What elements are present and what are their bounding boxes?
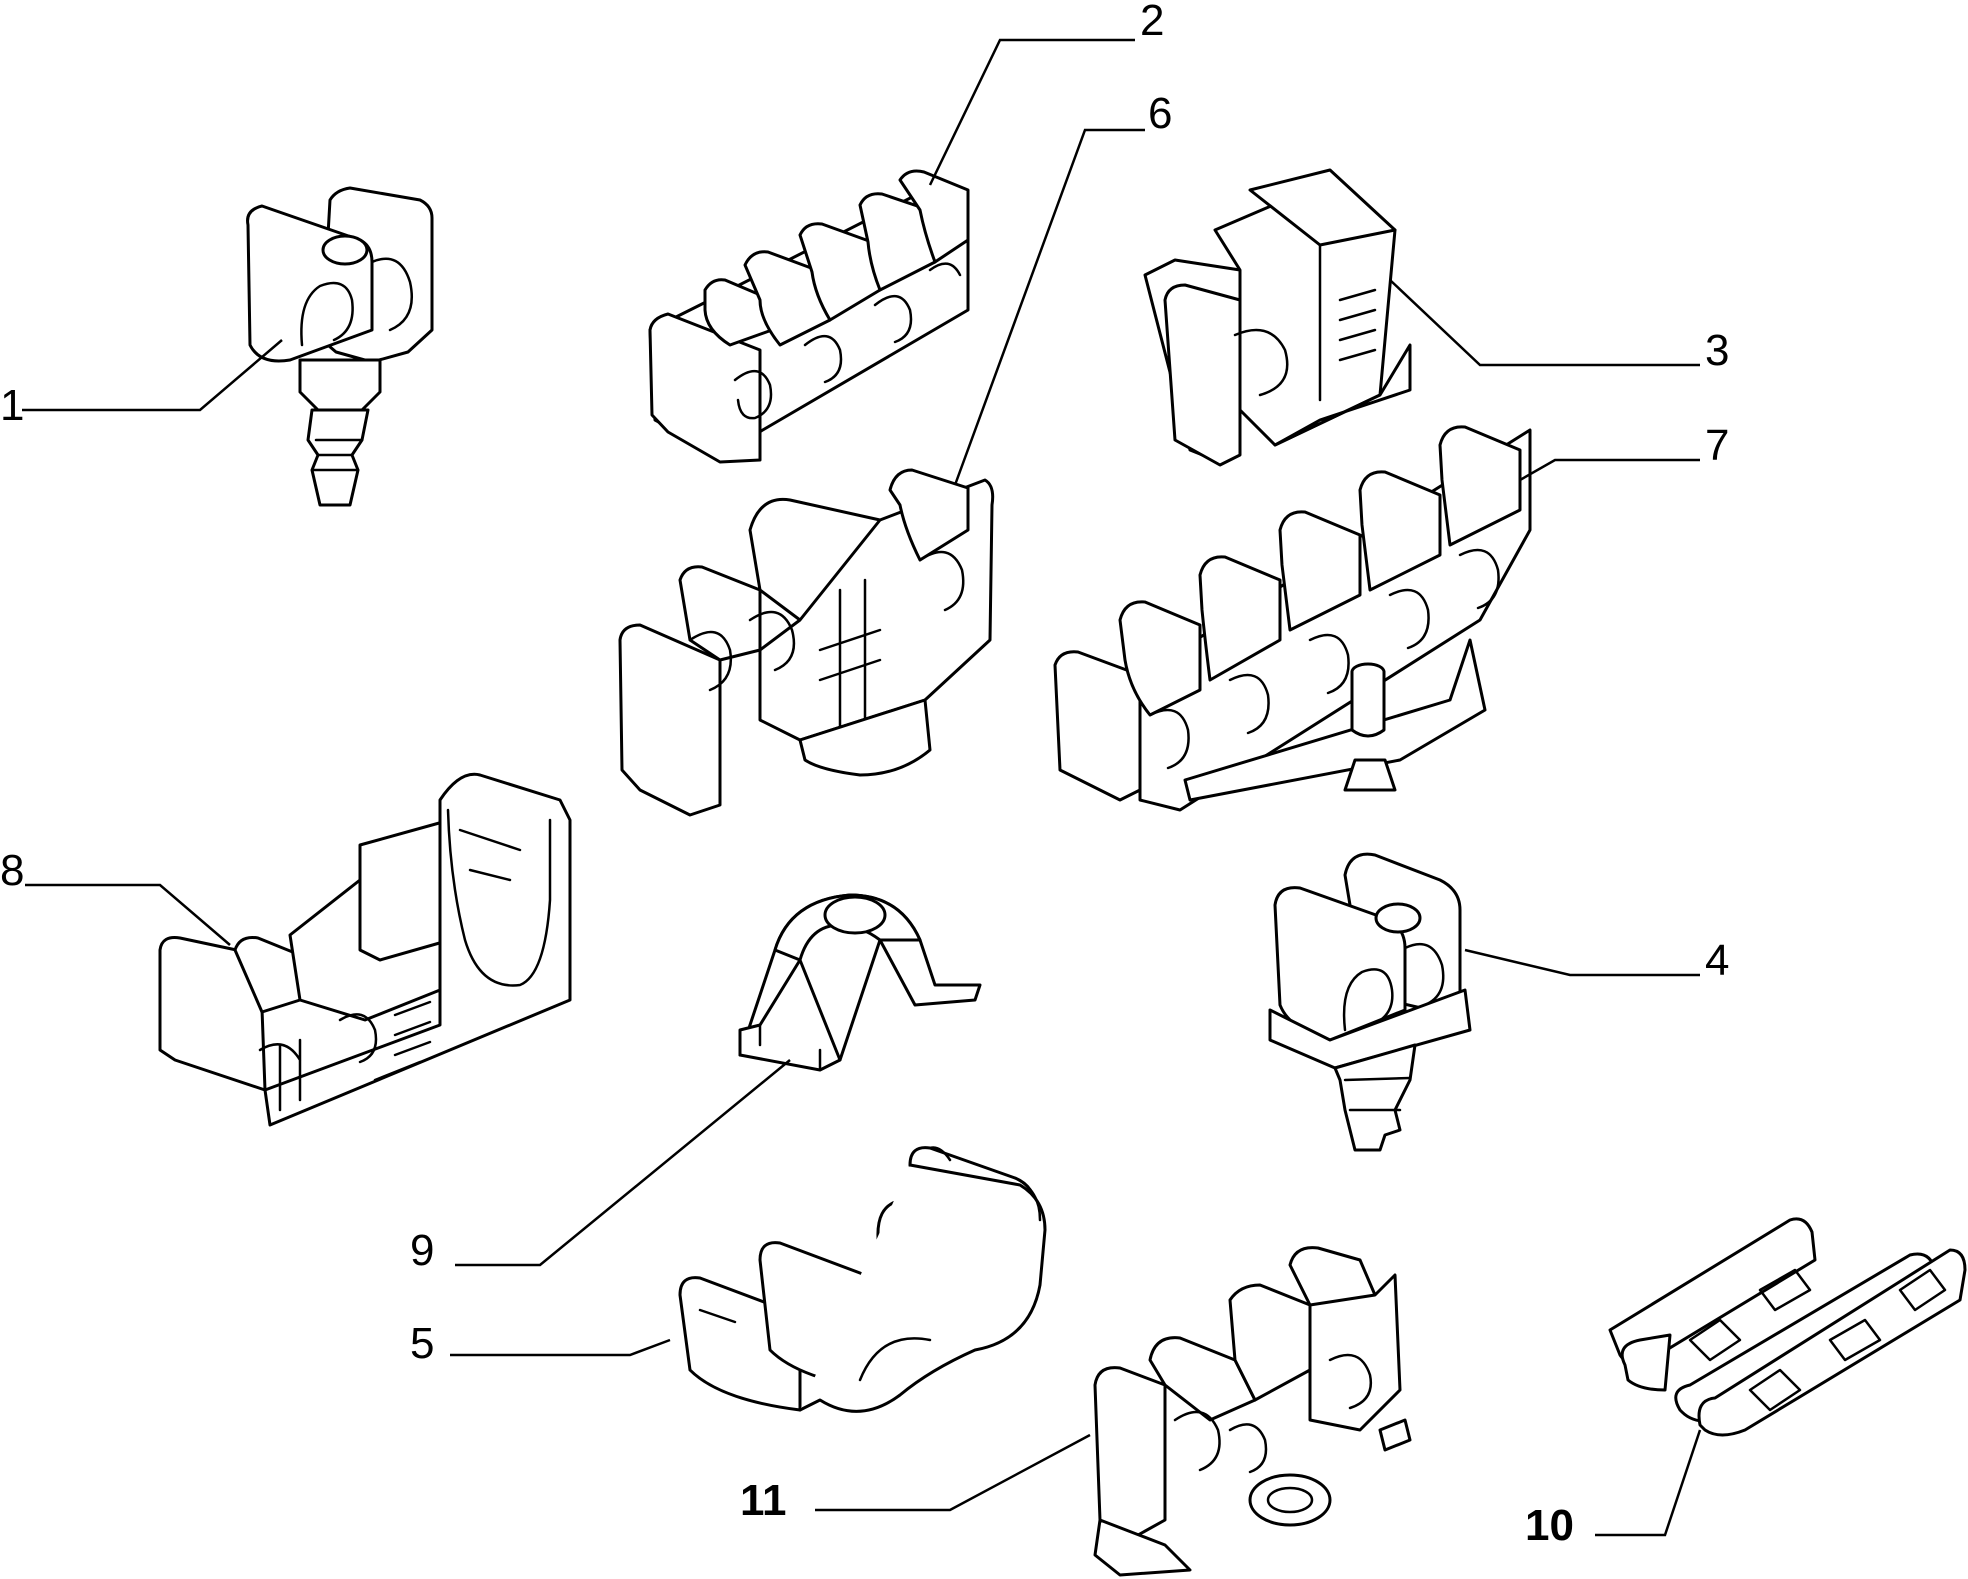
callout-11: 11	[740, 1433, 1091, 1525]
callout-label-7: 7	[1705, 421, 1729, 470]
part-11-double-clip-round-base	[1093, 1246, 1412, 1577]
callout-1: 1	[0, 339, 283, 430]
callout-6: 6	[953, 89, 1172, 486]
callout-8: 8	[0, 846, 231, 946]
callout-label-9: 9	[410, 1226, 434, 1275]
callout-label-2: 2	[1140, 0, 1164, 45]
callout-7: 7	[1519, 421, 1729, 482]
callout-label-1: 1	[0, 381, 24, 430]
callout-label-4: 4	[1705, 936, 1729, 985]
callout-9: 9	[410, 1059, 791, 1275]
part-9-saddle-clamp	[738, 893, 982, 1072]
part-6-double-clip-block	[618, 468, 995, 817]
callout-label-5: 5	[410, 1319, 434, 1368]
callout-label-10: 10	[1525, 1501, 1574, 1550]
callout-label-6: 6	[1148, 89, 1172, 138]
part-5-triple-open-saddle	[678, 1146, 1047, 1413]
part-7-quad-clip-strip	[1053, 425, 1532, 812]
part-8-large-cable-holder	[158, 772, 572, 1127]
callout-2: 2	[928, 0, 1164, 186]
part-1-single-clip-with-pin	[246, 186, 434, 507]
callout-label-11: 11	[740, 1476, 787, 1525]
part-2-triple-clip-strip	[648, 169, 970, 464]
part-10-double-clip-insert	[1608, 1217, 1967, 1437]
part-4-single-clip-with-pin	[1268, 852, 1472, 1152]
callout-5: 5	[410, 1319, 671, 1368]
callout-4: 4	[1464, 936, 1729, 985]
callout-10: 10	[1525, 1429, 1702, 1550]
callout-label-8: 8	[0, 846, 24, 895]
part-3-rail-clip	[1143, 168, 1412, 467]
callout-3: 3	[1389, 279, 1729, 375]
callout-label-3: 3	[1705, 326, 1729, 375]
